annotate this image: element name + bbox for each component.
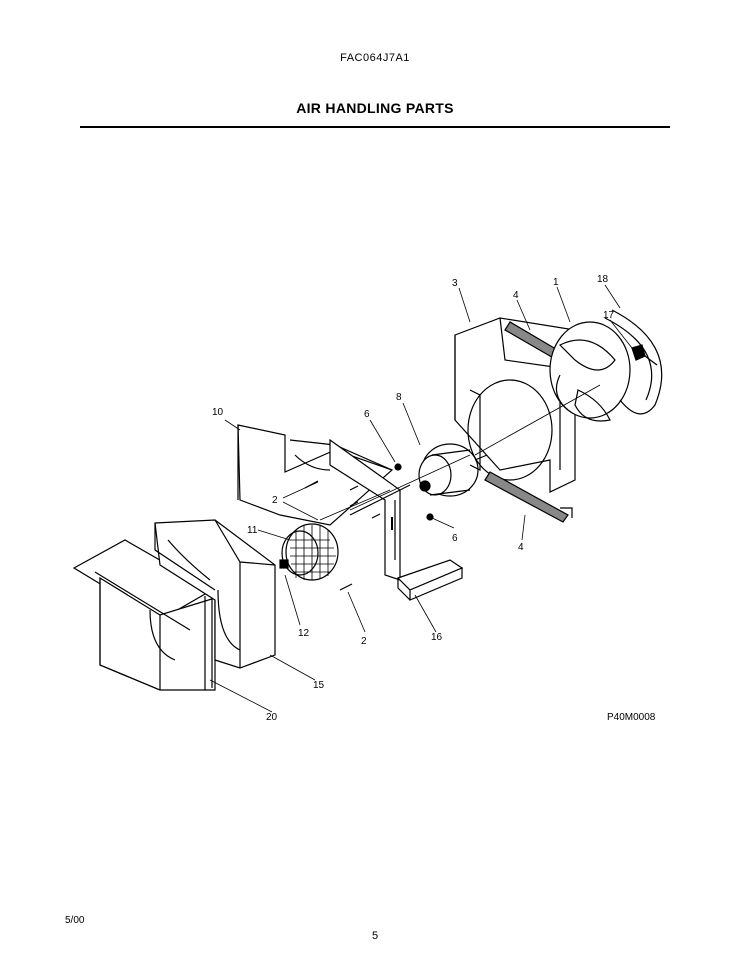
callout-18: 18 <box>597 274 609 285</box>
callout-4: 4 <box>513 290 519 301</box>
callout-1: 1 <box>553 277 559 288</box>
callout-3: 3 <box>452 278 458 289</box>
callout-4b: 4 <box>518 542 524 553</box>
callout-2: 2 <box>272 495 278 506</box>
callout-15: 15 <box>313 680 325 691</box>
part-motor-support <box>396 559 464 601</box>
shaft-lines <box>319 384 601 521</box>
callout-labels: 3 4 1 18 17 8 6 10 2 11 6 4 12 2 16 15 2… <box>212 274 615 723</box>
callout-16: 16 <box>431 632 443 643</box>
callout-17: 17 <box>603 310 615 321</box>
callout-2b: 2 <box>361 636 367 647</box>
diagram-code: P40M0008 <box>607 712 656 723</box>
part-blower-wheel <box>279 523 339 581</box>
leader-lines <box>209 284 633 713</box>
callout-11: 11 <box>247 525 258 536</box>
callout-10: 10 <box>212 407 224 418</box>
model-number: FAC064J7A1 <box>340 52 410 64</box>
footer-date: 5/00 <box>65 915 85 926</box>
part-shroud <box>154 519 276 669</box>
callout-12: 12 <box>298 628 310 639</box>
callout-6b: 6 <box>452 533 458 544</box>
callout-20: 20 <box>266 712 278 723</box>
callout-6: 6 <box>364 409 370 420</box>
callout-8: 8 <box>396 392 402 403</box>
title-divider <box>80 126 670 128</box>
part-slinger-ring <box>604 309 663 415</box>
part-fan-blade <box>549 321 631 422</box>
page-number: 5 <box>371 930 379 942</box>
part-motor <box>349 424 561 516</box>
page-title: AIR HANDLING PARTS <box>296 100 454 116</box>
part-bulkhead <box>454 317 576 493</box>
